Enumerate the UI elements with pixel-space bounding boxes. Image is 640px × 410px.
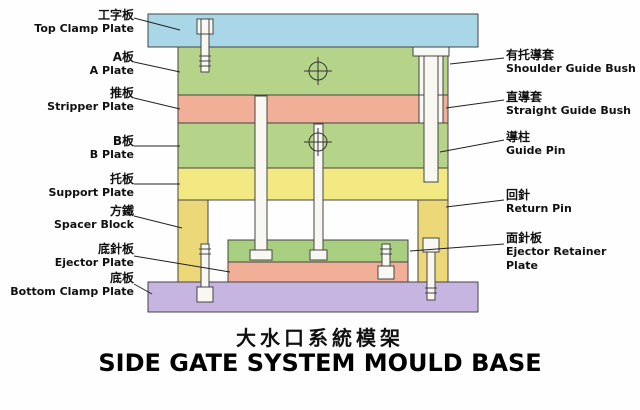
- label-top-clamp-plate: 工字板 Top Clamp Plate: [6, 8, 134, 36]
- screw-head: [377, 265, 395, 280]
- leader-stripper-plate: [133, 97, 181, 110]
- label-straight-guide-bush: 直導套 Straight Guide Bush: [506, 90, 640, 118]
- leader-bottom-clamp-plate: [133, 283, 153, 295]
- label-zh: A板: [112, 50, 134, 64]
- label-shoulder-guide-bush: 有托導套 Shoulder Guide Bush: [506, 48, 640, 76]
- label-zh: B板: [112, 134, 134, 148]
- label-en: Ejector Plate: [54, 256, 134, 269]
- label-zh: 底板: [109, 271, 134, 285]
- label-en: Shoulder Guide Bush: [506, 62, 636, 75]
- label-en: Guide Pin: [506, 144, 566, 157]
- label-en: Support Plate: [48, 186, 134, 199]
- cap-screw-bottom-left: [196, 243, 214, 303]
- label-en: Return Pin: [506, 202, 572, 215]
- leader-return-pin: [445, 199, 505, 208]
- screw-hole-symbol-b-plate: [304, 128, 332, 156]
- label-en: Straight Guide Bush: [506, 104, 631, 117]
- label-guide-pin: 導柱 Guide Pin: [506, 130, 640, 158]
- leader-a-plate: [133, 61, 181, 73]
- leader-ejector-retainer-plate: [409, 243, 505, 252]
- label-zh: 回針: [506, 188, 531, 202]
- label-ejector-retainer-plate: 面針板 Ejector Retainer Plate: [506, 231, 640, 273]
- guide-pin: [423, 55, 439, 183]
- label-bottom-clamp-plate: 底板 Bottom Clamp Plate: [6, 271, 134, 299]
- leader-straight-guide-bush: [445, 99, 505, 109]
- label-en: Spacer Block: [53, 218, 134, 231]
- leader-lines: [133, 17, 505, 295]
- label-zh: 面針板: [506, 231, 543, 245]
- title-chinese: 大水口系統模架: [236, 326, 404, 350]
- stripper-plate: [177, 94, 449, 124]
- label-en: Top Clamp Plate: [34, 22, 134, 35]
- screw-shaft: [200, 243, 210, 289]
- leader-shoulder-guide-bush: [449, 57, 505, 65]
- label-zh: 工字板: [97, 8, 134, 22]
- label-zh: 托板: [109, 172, 134, 186]
- return-pin: [249, 95, 273, 261]
- bush-flange: [412, 46, 450, 57]
- screw-shaft: [381, 243, 391, 269]
- ejector-plate-screw: [377, 243, 395, 280]
- screw-shaft: [426, 251, 436, 301]
- leader-ejector-plate: [133, 255, 231, 273]
- label-zh: 底針板: [97, 242, 134, 256]
- screw-head: [196, 286, 214, 303]
- label-zh: 有托導套: [506, 48, 555, 62]
- label-zh: 方鐵: [109, 204, 134, 218]
- ejector-pin: [309, 123, 328, 261]
- label-en: B Plate: [89, 148, 134, 161]
- label-return-pin: 回針 Return Pin: [506, 188, 640, 216]
- label-zh: 推板: [109, 86, 134, 100]
- label-en: Ejector Retainer Plate: [506, 245, 607, 272]
- label-spacer-block: 方鐵 Spacer Block: [6, 204, 134, 232]
- label-zh: 直導套: [506, 90, 543, 104]
- support-plate: [177, 167, 449, 201]
- leader-top-clamp-plate: [133, 17, 181, 31]
- label-a-plate: A板 A Plate: [6, 50, 134, 78]
- cap-screw-bottom-right: [422, 237, 440, 301]
- label-zh: 導柱: [506, 130, 531, 144]
- return-pin-head: [249, 249, 273, 261]
- cap-screw-top: [196, 18, 214, 73]
- label-ejector-plate: 底針板 Ejector Plate: [6, 242, 134, 270]
- return-pin-shaft: [254, 95, 268, 251]
- leader-guide-pin: [439, 139, 505, 153]
- label-support-plate: 托板 Support Plate: [6, 172, 134, 200]
- b-plate: [177, 122, 449, 169]
- title-english: SIDE GATE SYSTEM MOULD BASE: [98, 349, 542, 377]
- screw-shaft: [200, 33, 210, 73]
- ejector-pin-head: [309, 249, 328, 261]
- leader-spacer-block: [133, 215, 183, 229]
- screw-head: [196, 18, 214, 35]
- label-stripper-plate: 推板 Stripper Plate: [6, 86, 134, 114]
- label-b-plate: B板 B Plate: [6, 134, 134, 162]
- label-en: A Plate: [89, 64, 134, 77]
- label-en: Bottom Clamp Plate: [10, 285, 134, 298]
- label-en: Stripper Plate: [47, 100, 134, 113]
- screw-hole-symbol-a-plate: [304, 57, 332, 85]
